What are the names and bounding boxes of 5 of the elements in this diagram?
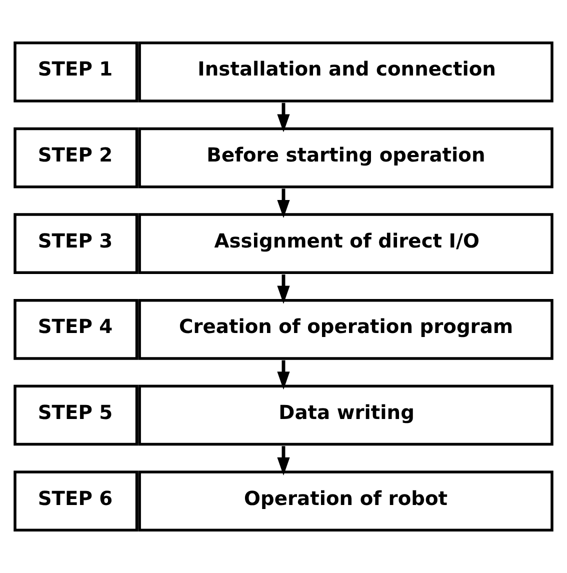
arrow — [277, 102, 290, 132]
arrow — [277, 446, 290, 476]
arrow — [277, 188, 290, 218]
arrow — [277, 274, 290, 304]
arrow — [277, 360, 290, 390]
